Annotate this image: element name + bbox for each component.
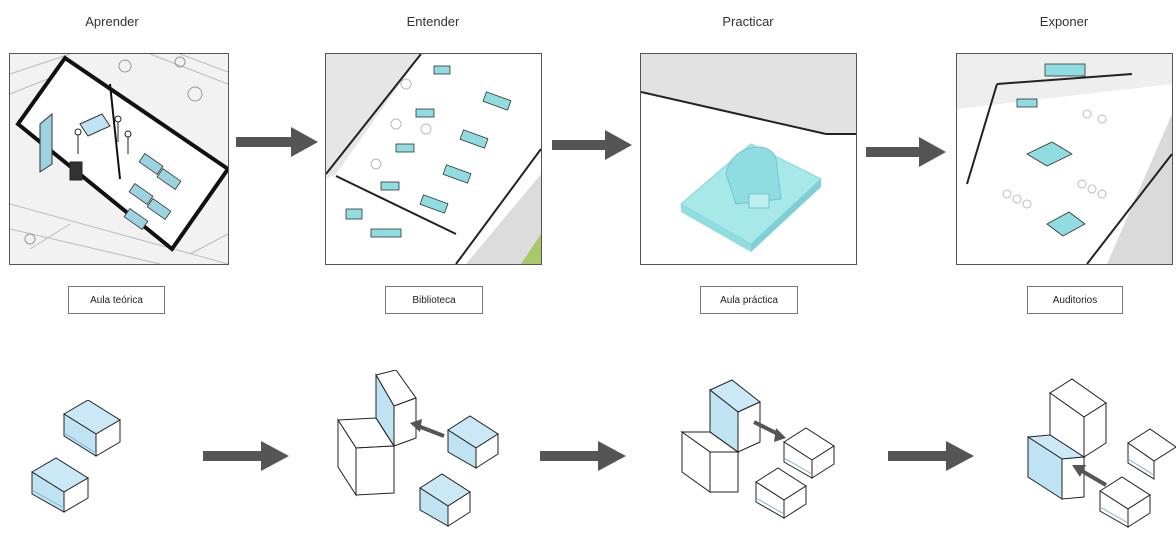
block-diagram-aprender — [31, 400, 121, 513]
label-aula-practica: Aula práctica — [700, 286, 798, 314]
block-diagram-exponer — [1026, 378, 1176, 528]
illustration-auditorios — [956, 53, 1173, 265]
block-diagram-entender — [337, 370, 499, 527]
label-biblioteca: Biblioteca — [385, 286, 483, 314]
stage-title-exponer: Exponer — [1039, 14, 1089, 29]
stage-title-practicar: Practicar — [722, 14, 774, 29]
arrow-right-icon — [236, 127, 318, 157]
block-diagram-practicar — [680, 379, 835, 519]
arrow-right-icon — [540, 441, 626, 471]
illustration-aula-teorica — [9, 53, 229, 265]
stage-title-aprender: Aprender — [85, 14, 139, 29]
label-aula-teorica: Aula teórica — [68, 286, 165, 314]
arrow-right-icon — [888, 441, 974, 471]
illustration-biblioteca — [325, 53, 542, 265]
illustration-aula-practica — [640, 53, 857, 265]
stage-title-entender: Entender — [406, 14, 460, 29]
arrow-right-icon — [203, 441, 289, 471]
arrow-right-icon — [552, 130, 632, 160]
label-auditorios: Auditorios — [1027, 286, 1123, 314]
arrow-right-icon — [866, 137, 946, 167]
